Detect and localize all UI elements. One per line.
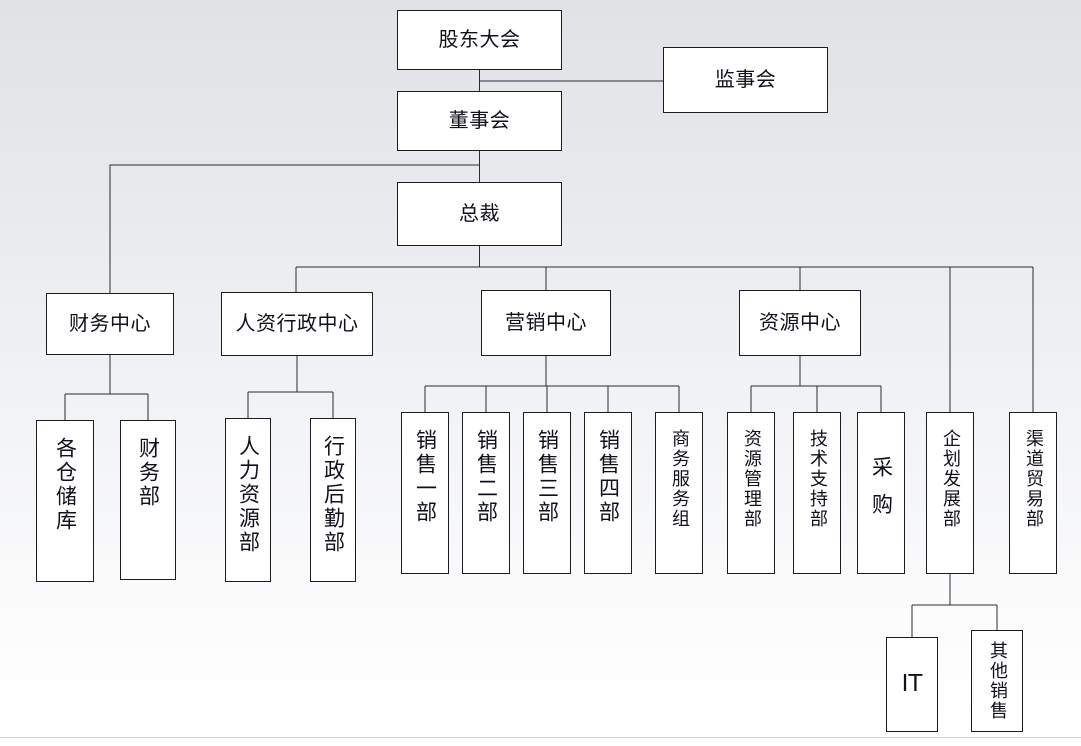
node-label: 总裁 [459, 201, 500, 226]
node-label: 技术支持部 [807, 429, 828, 529]
node-label: 销售三部 [535, 429, 560, 525]
node-procurement[interactable]: 采购 [857, 412, 905, 574]
node-it[interactable]: IT [886, 637, 938, 732]
node-board-of-directors[interactable]: 董事会 [397, 91, 562, 151]
node-label: 资源管理部 [741, 429, 762, 529]
node-sales-dept-3[interactable]: 销售三部 [523, 412, 571, 574]
node-president[interactable]: 总裁 [397, 182, 562, 246]
node-finance-dept[interactable]: 财务部 [120, 420, 176, 580]
node-hr-admin-center[interactable]: 人资行政中心 [221, 292, 373, 356]
node-resource-center[interactable]: 资源中心 [739, 290, 861, 356]
node-label: 其他销售 [987, 641, 1008, 721]
node-label: 各仓储库 [53, 437, 78, 533]
node-sales-dept-1[interactable]: 销售一部 [401, 412, 449, 574]
node-warehouses[interactable]: 各仓储库 [36, 420, 94, 582]
node-label: 销售二部 [474, 429, 499, 525]
edge-shareholders-to-supervisors [478, 70, 663, 82]
node-label: IT [901, 671, 923, 697]
node-business-service-group[interactable]: 商务服务组 [655, 412, 703, 574]
node-label: 董事会 [448, 108, 511, 133]
node-label: 财务中心 [69, 311, 151, 336]
node-other-sales[interactable]: 其他销售 [971, 630, 1023, 732]
node-marketing-center[interactable]: 营销中心 [481, 290, 611, 356]
bottom-divider [0, 737, 1081, 738]
node-label: 财务部 [136, 437, 161, 509]
node-shareholders-meeting[interactable]: 股东大会 [397, 10, 562, 70]
node-label: 企划发展部 [940, 429, 961, 529]
node-label: 销售一部 [413, 429, 438, 525]
node-label: 采购 [869, 456, 894, 530]
node-label: 行政后勤部 [321, 435, 346, 555]
node-channel-trade-dept[interactable]: 渠道贸易部 [1009, 412, 1057, 574]
node-hr-dept[interactable]: 人力资源部 [225, 418, 271, 582]
node-label: 营销中心 [505, 310, 587, 335]
node-planning-development-dept[interactable]: 企划发展部 [926, 412, 974, 574]
node-label: 股东大会 [438, 27, 521, 52]
node-admin-logistics-dept[interactable]: 行政后勤部 [310, 418, 356, 582]
node-resource-mgmt-dept[interactable]: 资源管理部 [727, 412, 775, 574]
node-label: 监事会 [714, 67, 777, 92]
node-label: 人资行政中心 [235, 311, 359, 336]
node-board-of-supervisors[interactable]: 监事会 [663, 47, 828, 113]
node-label: 资源中心 [759, 310, 841, 335]
node-tech-support-dept[interactable]: 技术支持部 [793, 412, 841, 574]
node-sales-dept-2[interactable]: 销售二部 [462, 412, 510, 574]
node-finance-center[interactable]: 财务中心 [46, 293, 174, 355]
node-label: 人力资源部 [236, 435, 261, 555]
node-label: 渠道贸易部 [1023, 429, 1044, 529]
node-label: 销售四部 [596, 429, 621, 525]
node-sales-dept-4[interactable]: 销售四部 [584, 412, 632, 574]
node-label: 商务服务组 [669, 429, 690, 529]
